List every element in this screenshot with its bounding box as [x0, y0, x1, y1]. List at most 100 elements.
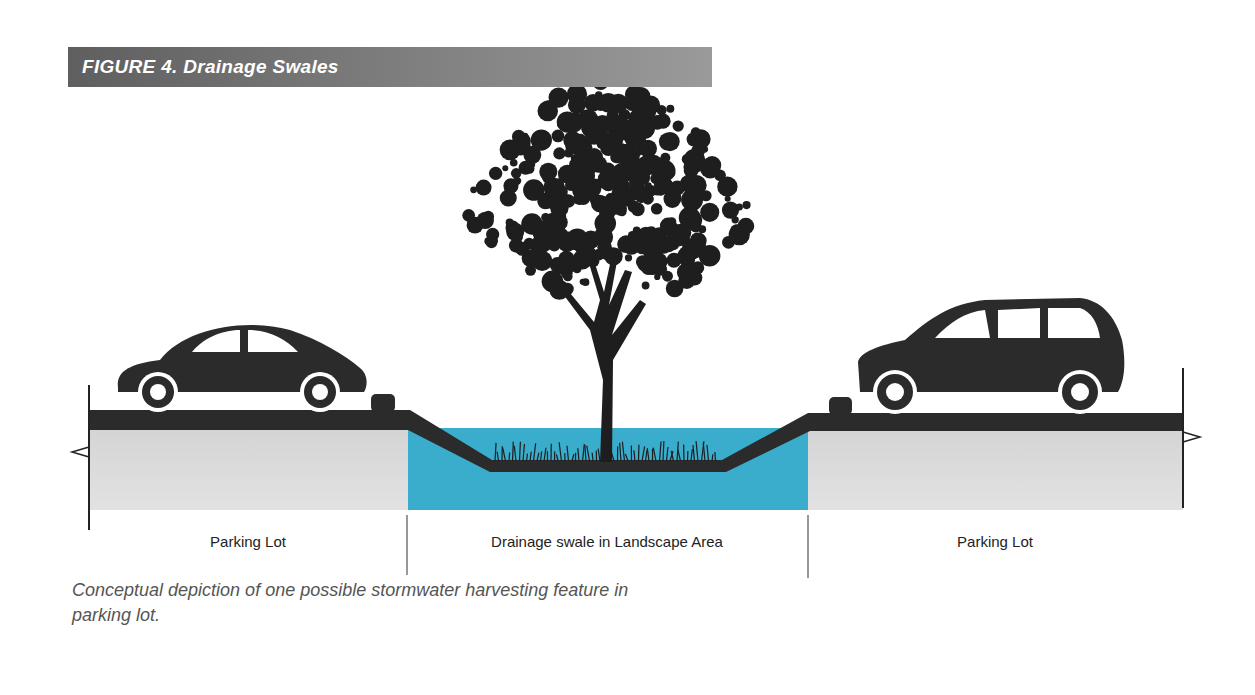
leaf-blob	[624, 143, 633, 152]
leaf-blob	[532, 251, 552, 271]
leaf-blob	[653, 263, 663, 273]
leaf-blob	[506, 218, 514, 226]
grass-blade	[512, 442, 514, 461]
leaf-blob	[531, 129, 552, 150]
grass-blade	[703, 443, 705, 461]
grass-blade	[617, 447, 618, 461]
grass-blade	[683, 444, 685, 461]
leaf-blob	[666, 105, 674, 113]
leaf-blob	[609, 94, 629, 114]
leaf-blob	[514, 233, 523, 242]
leaf-blob	[574, 233, 583, 242]
zone-label: Parking Lot	[954, 533, 1036, 550]
grass-blade	[503, 448, 506, 461]
leaf-blob	[612, 198, 619, 205]
leaf-blob	[700, 190, 711, 201]
leaf-blob	[673, 120, 684, 131]
grass-blade	[652, 449, 653, 461]
break-symbol	[72, 447, 89, 457]
grass-blade	[638, 445, 640, 461]
leaf-blob	[514, 227, 520, 233]
leaf-blob	[618, 207, 627, 216]
grass-blade	[671, 451, 673, 461]
leaf-blob	[651, 203, 663, 215]
leaf-blob	[515, 242, 529, 256]
grass-blade	[578, 448, 579, 461]
grass-blade	[631, 445, 632, 461]
leaf-blob	[546, 213, 557, 224]
leaf-blob	[655, 114, 670, 129]
leaf-blob	[595, 212, 617, 234]
leaf-blob	[502, 165, 508, 171]
grass-blade	[646, 450, 648, 461]
leaf-blob	[627, 115, 645, 133]
grass-blade	[559, 442, 561, 461]
leaf-blob	[532, 236, 548, 252]
grass-blade	[622, 442, 624, 461]
leaf-blob	[656, 105, 666, 115]
grass-blade	[714, 452, 716, 461]
leaf-blob	[660, 237, 676, 253]
grass-blade	[497, 452, 498, 461]
grass-blade	[687, 451, 689, 461]
grass-blade	[508, 453, 510, 461]
grass-blade	[547, 451, 548, 461]
leaf-blob	[561, 283, 574, 296]
figure-title: FIGURE 4. Drainage Swales	[68, 47, 712, 87]
leaf-blob	[644, 153, 651, 160]
grass-blade	[691, 449, 692, 461]
grass-blade	[585, 445, 586, 461]
grass-blade	[634, 450, 635, 461]
leaf-blob	[476, 180, 492, 196]
grass-blade	[693, 445, 695, 461]
figure-caption: Conceptual depiction of one possible sto…	[72, 578, 652, 628]
leaf-blob	[489, 167, 502, 180]
leaf-blob	[563, 131, 582, 150]
grass-blade	[567, 446, 569, 461]
grass-blade	[611, 452, 614, 461]
parking-subgrade	[88, 428, 408, 510]
leaf-blob	[742, 201, 750, 209]
leaf-blob	[553, 147, 565, 159]
leaf-blob	[523, 179, 544, 200]
grass	[495, 441, 716, 461]
zone-divider	[808, 515, 809, 578]
tree-silhouette	[462, 74, 754, 462]
leaf-blob	[666, 253, 681, 268]
leaf-blob	[642, 282, 650, 290]
grass-blade	[707, 445, 709, 461]
leaf-blob	[683, 161, 695, 173]
zone-divider	[407, 515, 408, 575]
leaf-blob	[566, 116, 583, 133]
grass-blade	[667, 447, 668, 461]
zone-label: Drainage swale in Landscape Area	[488, 533, 726, 550]
grass-blade	[598, 449, 600, 461]
grass-blade	[550, 444, 551, 461]
ground-surface	[88, 410, 1183, 472]
leaf-blob	[691, 129, 710, 148]
grass-blade	[662, 441, 664, 461]
curb-stop	[829, 397, 852, 415]
leaf-blob	[574, 176, 592, 194]
leaf-blob	[668, 169, 676, 177]
grass-blade	[530, 452, 531, 461]
leaf-blob	[563, 272, 573, 282]
leaf-blob	[524, 164, 534, 174]
car-right	[858, 298, 1124, 414]
leaf-blob	[725, 196, 731, 202]
leaf-blob	[492, 238, 498, 244]
parking-subgrade	[808, 428, 1183, 510]
break-symbol	[1183, 432, 1200, 442]
grass-blade	[534, 443, 536, 461]
leaf-blob	[637, 227, 654, 244]
grass-blade	[523, 444, 524, 461]
leaf-blob	[677, 263, 696, 282]
grass-blade	[660, 441, 662, 461]
leaf-blob	[512, 130, 525, 143]
zone-label: Parking Lot	[207, 533, 289, 550]
leaf-blob	[543, 178, 562, 197]
grass-blade	[625, 454, 628, 461]
grass-blade	[564, 453, 565, 461]
leaf-blob	[590, 156, 607, 173]
section-edge	[1182, 368, 1184, 508]
